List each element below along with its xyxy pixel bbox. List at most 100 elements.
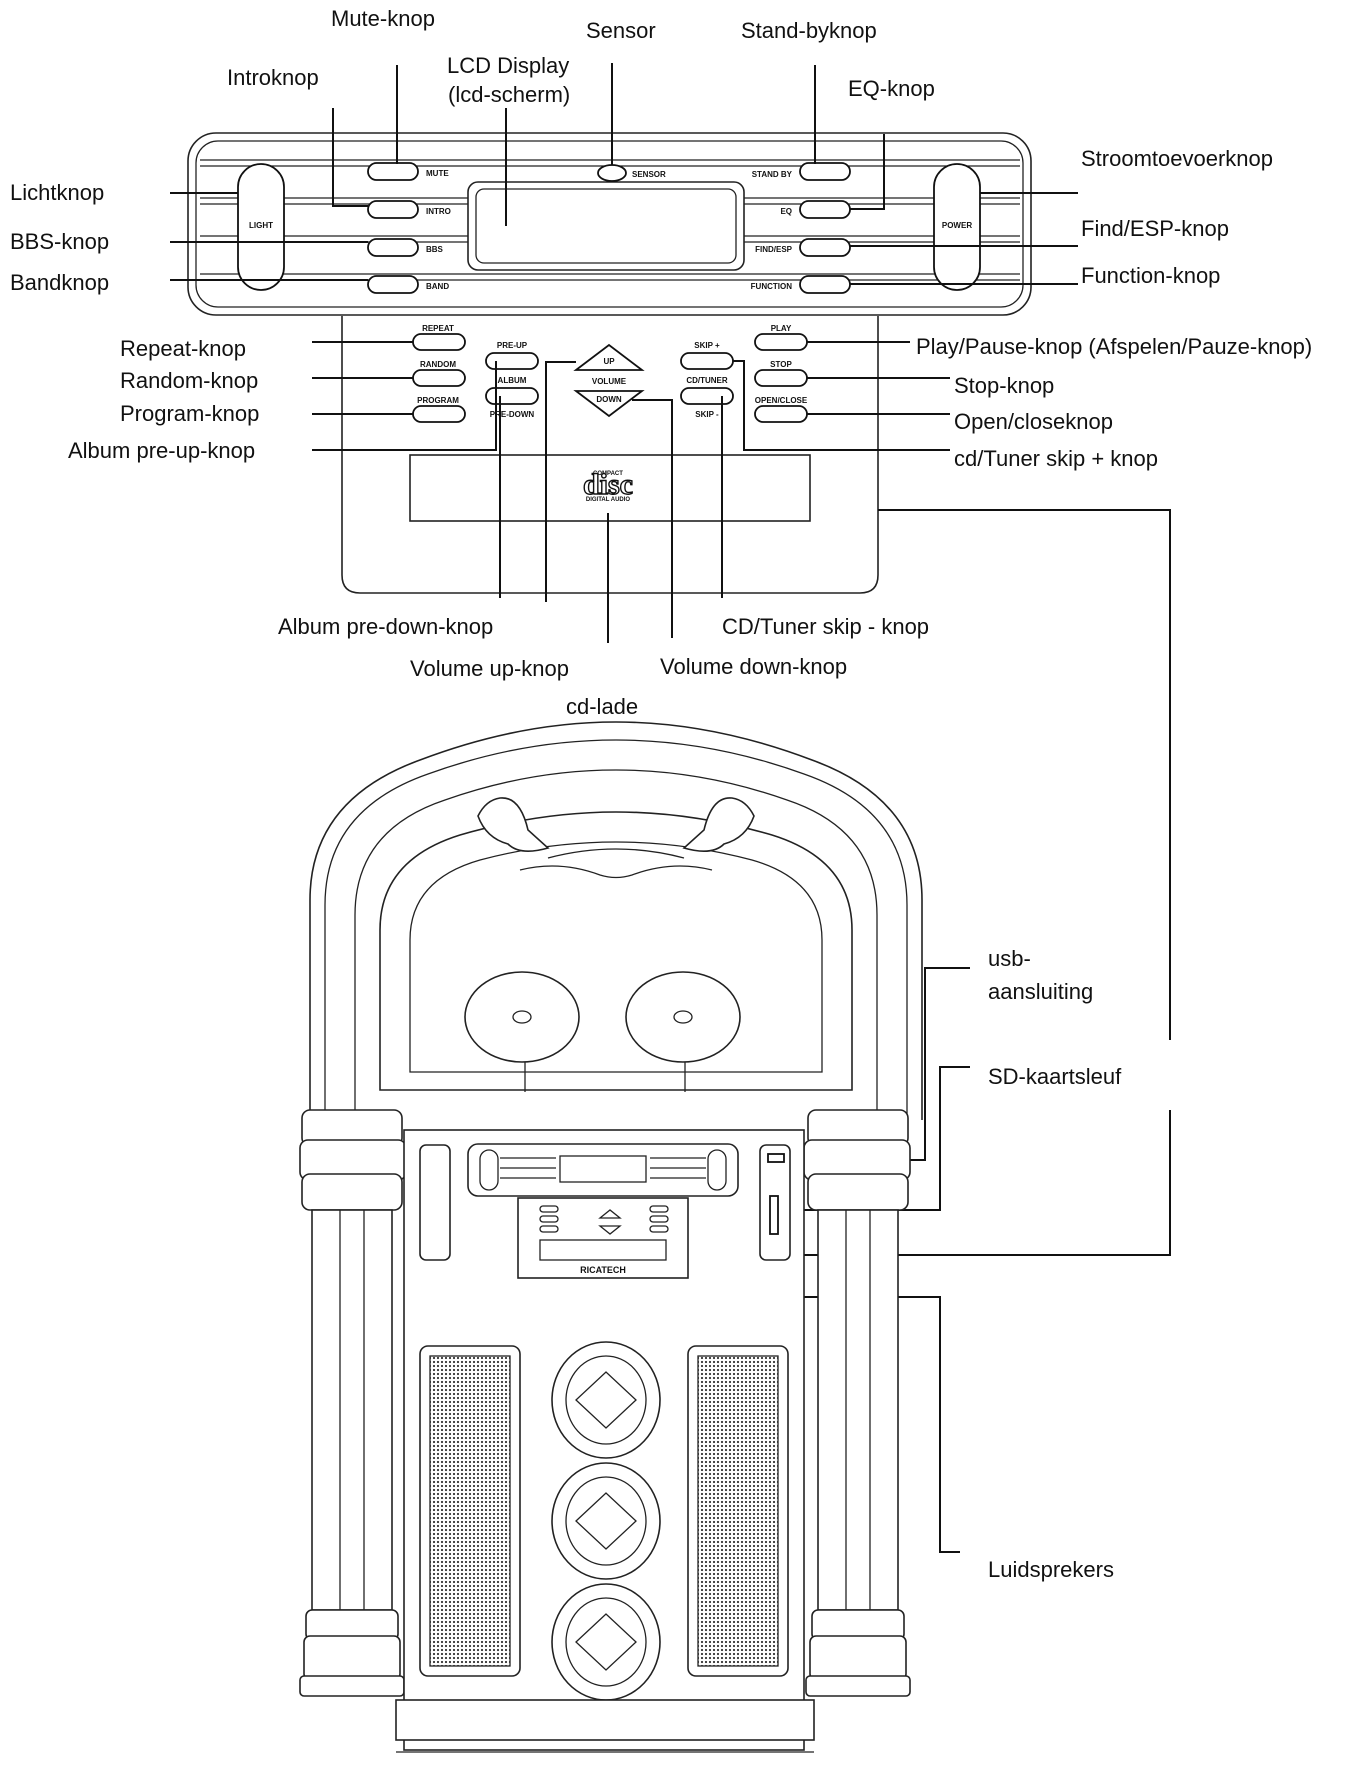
stop-button-label: STOP — [770, 360, 792, 369]
center-lamps — [551, 1341, 661, 1701]
label-play-pause: Play/Pause-knop (Afspelen/Pauze-knop) — [916, 334, 1312, 359]
sd-card-slot[interactable] — [769, 1195, 779, 1235]
label-skip-plus: cd/Tuner skip + knop — [954, 446, 1158, 471]
eq-button-label: EQ — [780, 207, 792, 216]
function-button[interactable]: FUNCTION — [751, 275, 851, 294]
label-band: Bandknop — [10, 270, 109, 295]
label-album-pre-up: Album pre-up-knop — [68, 438, 255, 463]
label-find-esp: Find/ESP-knop — [1081, 216, 1229, 241]
function-button-label: FUNCTION — [751, 282, 793, 291]
skip-plus-label: SKIP + — [694, 341, 720, 350]
label-repeat: Repeat-knop — [120, 336, 246, 361]
find-esp-button[interactable]: FIND/ESP — [755, 238, 851, 257]
cd-tray[interactable] — [409, 454, 811, 522]
mute-button[interactable]: MUTE — [367, 162, 449, 181]
front-mini-panel: RICATECH — [467, 1143, 739, 1279]
top-panel-inner-outline — [195, 140, 1024, 308]
jukebox-body: RICATECH — [299, 721, 923, 1753]
label-lcd-line2: (lcd-scherm) — [448, 82, 570, 107]
top-ornament — [477, 797, 755, 879]
open-close-button[interactable]: OPEN/CLOSE — [754, 396, 808, 423]
top-control-panel: LIGHT POWER MUTE INTRO BBS BAND SENSOR — [187, 132, 1032, 316]
label-sensor: Sensor — [586, 18, 656, 43]
volume-label: VOLUME — [592, 377, 627, 386]
lcd-display-inner — [475, 188, 737, 264]
power-button-label: POWER — [942, 221, 972, 230]
right-column — [803, 1109, 911, 1697]
callout-labels: Mute-knop Sensor Stand-byknop Introknop … — [10, 6, 1312, 1582]
power-button[interactable]: POWER — [933, 163, 981, 291]
label-random: Random-knop — [120, 368, 258, 393]
label-usb-line2: aansluiting — [988, 979, 1093, 1004]
standby-button[interactable]: STAND BY — [752, 162, 851, 181]
label-stop: Stop-knop — [954, 373, 1054, 398]
label-cd-tray: cd-lade — [566, 694, 638, 719]
band-button[interactable]: BAND — [367, 275, 449, 294]
label-speakers: Luidsprekers — [988, 1557, 1114, 1582]
label-open-close: Open/closeknop — [954, 409, 1113, 434]
label-intro: Introknop — [227, 65, 319, 90]
repeat-button-label: REPEAT — [422, 324, 454, 333]
program-button[interactable]: PROGRAM — [412, 396, 466, 423]
label-usb-line1: usb- — [988, 946, 1031, 971]
label-volume-up: Volume up-knop — [410, 656, 569, 681]
svg-text:COMPACT: COMPACT — [593, 471, 623, 477]
label-bbs: BBS-knop — [10, 229, 109, 254]
sensor-label: SENSOR — [632, 170, 666, 179]
label-light: Lichtknop — [10, 180, 104, 205]
label-standby: Stand-byknop — [741, 18, 877, 43]
volume-down-button[interactable]: DOWN — [573, 390, 645, 418]
speaker-left — [419, 1345, 521, 1677]
side-grille-left — [419, 1144, 451, 1261]
window-disc-left — [464, 971, 580, 1063]
label-sd: SD-kaartsleuf — [988, 1064, 1122, 1089]
label-lcd-line1: LCD Display — [447, 53, 569, 78]
label-power: Stroomtoevoerknop — [1081, 146, 1273, 171]
svg-text:disc: disc — [583, 468, 633, 501]
play-button-label: PLAY — [771, 324, 792, 333]
random-button-label: RANDOM — [420, 360, 456, 369]
lower-control-panel: REPEAT RANDOM PROGRAM PRE-UP ALBUM PRE-D… — [341, 316, 879, 594]
skip-minus-button[interactable] — [680, 387, 734, 405]
band-button-label: BAND — [426, 282, 449, 291]
pre-down-label: PRE-DOWN — [490, 410, 535, 419]
album-pre-up-button[interactable] — [485, 352, 539, 370]
usb-port[interactable] — [767, 1153, 785, 1163]
label-volume-down: Volume down-knop — [660, 654, 847, 679]
open-close-button-label: OPEN/CLOSE — [755, 396, 808, 405]
volume-up-label: UP — [603, 357, 615, 366]
brand-label: RICATECH — [580, 1265, 626, 1275]
compact-disc-logo: COMPACT disc DIGITAL AUDIO — [582, 467, 633, 503]
volume-down-label: DOWN — [596, 395, 622, 404]
bbs-button-label: BBS — [426, 245, 444, 254]
cd-tuner-label: CD/TUNER — [686, 376, 728, 385]
skip-plus-button[interactable] — [680, 352, 734, 370]
volume-up-button[interactable]: UP — [573, 343, 645, 371]
program-button-label: PROGRAM — [417, 396, 459, 405]
album-label: ALBUM — [498, 376, 527, 385]
intro-button[interactable]: INTRO — [367, 200, 451, 219]
pre-up-label: PRE-UP — [497, 341, 528, 350]
jukebox-window — [379, 811, 853, 1091]
intro-button-label: INTRO — [426, 207, 451, 216]
label-eq: EQ-knop — [848, 76, 935, 101]
find-esp-button-label: FIND/ESP — [755, 245, 793, 254]
bbs-button[interactable]: BBS — [367, 238, 444, 257]
window-disc-right — [625, 971, 741, 1063]
random-button[interactable]: RANDOM — [412, 360, 466, 387]
jukebox-base — [395, 1699, 815, 1741]
svg-text:DIGITAL AUDIO: DIGITAL AUDIO — [586, 497, 631, 503]
label-program: Program-knop — [120, 401, 259, 426]
speaker-right — [687, 1345, 789, 1677]
standby-button-label: STAND BY — [752, 170, 793, 179]
label-mute: Mute-knop — [331, 6, 435, 31]
skip-minus-label: SKIP - — [695, 410, 719, 419]
light-button-label: LIGHT — [249, 221, 273, 230]
left-column — [299, 1109, 407, 1697]
lcd-display — [467, 181, 745, 271]
label-album-pre-down: Album pre-down-knop — [278, 614, 493, 639]
light-button[interactable]: LIGHT — [237, 163, 285, 291]
album-pre-down-button[interactable] — [485, 387, 539, 405]
